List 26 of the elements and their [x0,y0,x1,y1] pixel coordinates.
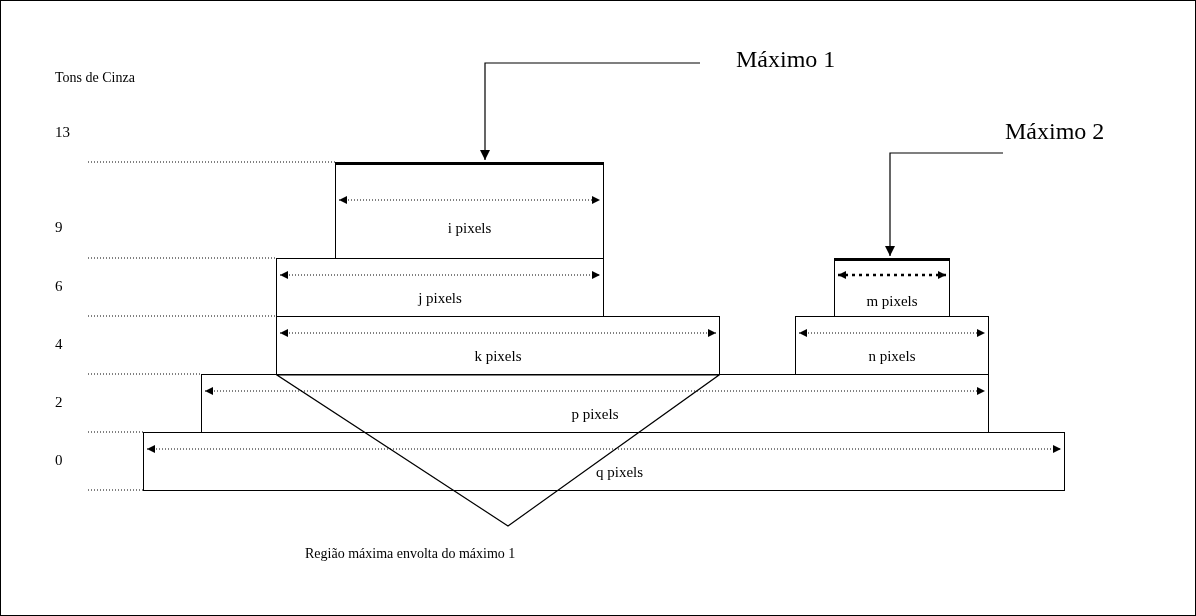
level-value: 9 [55,219,63,236]
leader-arrow [480,62,701,161]
level-value: 4 [55,336,63,353]
bar-label: n pixels [867,348,917,365]
maximum-label: Máximo 1 [700,46,870,80]
level-bar [795,316,989,375]
bar-label: j pixels [417,290,463,307]
level-value: 13 [55,124,70,141]
leader-arrow [885,152,1004,257]
region-caption: Região máxima envolta do máximo 1 [305,546,516,562]
level-bar [143,432,1065,491]
level-value: 0 [55,452,63,469]
level-bar [276,258,604,317]
bar-label: m pixels [865,293,919,310]
bar-label: i pixels [446,220,493,237]
level-value: 2 [55,394,63,411]
axis-title: Tons de Cinza [55,70,135,86]
level-value: 6 [55,278,63,295]
level-bar [201,374,989,433]
level-bar [276,316,720,375]
level-bar [834,258,950,317]
bar-label: q pixels [596,464,644,481]
level-bar [335,162,604,259]
bar-label: p pixels [570,406,620,423]
bar-label: k pixels [473,348,523,365]
maximum-label: Máximo 2 [1003,118,1153,154]
